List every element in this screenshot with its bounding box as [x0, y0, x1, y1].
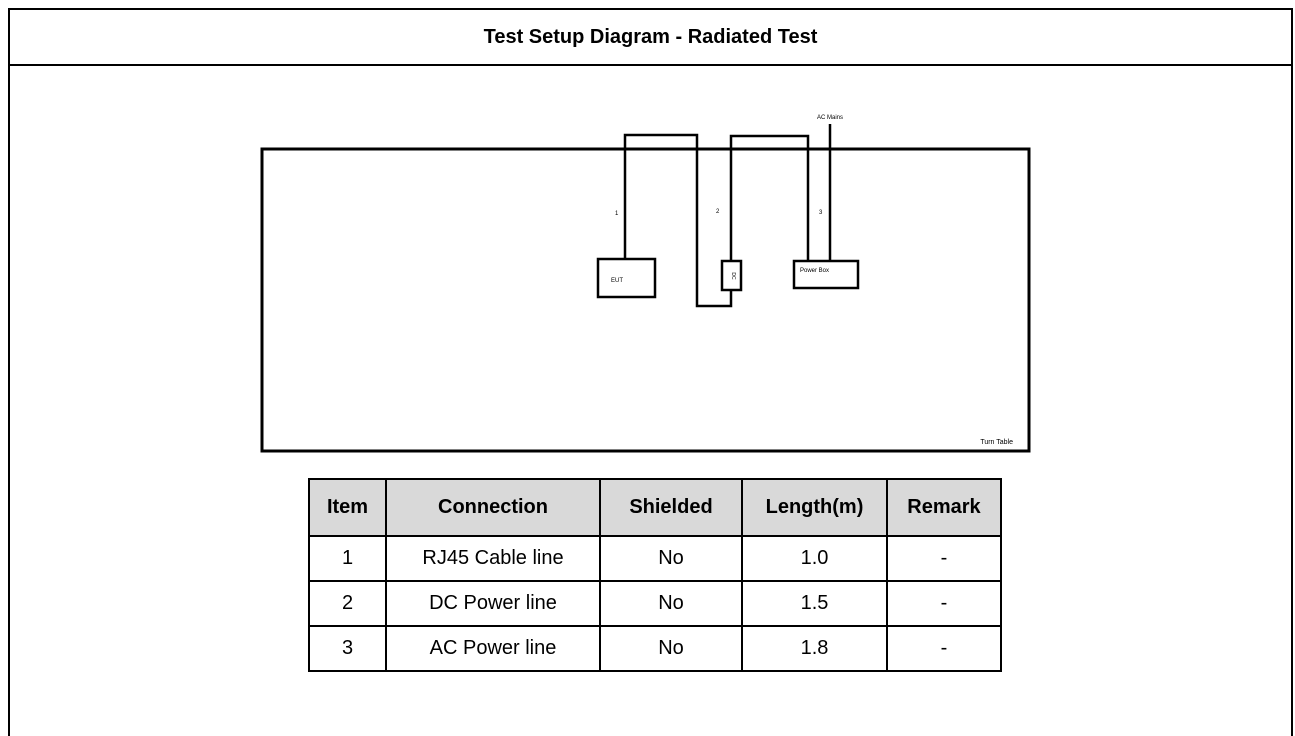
table-header-row: Item Connection Shielded Length(m) Remar… — [308, 478, 1002, 537]
cell-item: 2 — [308, 580, 387, 627]
cell-connection: DC Power line — [385, 580, 601, 627]
page-title: Test Setup Diagram - Radiated Test — [483, 25, 818, 48]
lead-1-label: 1 — [615, 211, 619, 217]
dc-adapter-label: DC — [730, 272, 736, 280]
cell-remark: - — [886, 625, 1002, 672]
lead-3-label: 3 — [819, 210, 823, 216]
cable-table: Item Connection Shielded Length(m) Remar… — [308, 478, 1002, 672]
cell-connection: RJ45 Cable line — [385, 535, 601, 582]
cell-length: 1.0 — [741, 535, 888, 582]
header-length: Length(m) — [741, 478, 888, 537]
table-row: 2 DC Power line No 1.5 - — [308, 580, 1002, 627]
header-remark: Remark — [886, 478, 1002, 537]
table-row: 1 RJ45 Cable line No 1.0 - — [308, 535, 1002, 582]
header-connection: Connection — [385, 478, 601, 537]
cable-2-dc-line — [729, 134, 810, 261]
cable-1-rj45-line — [623, 133, 733, 308]
cell-length: 1.8 — [741, 625, 888, 672]
turn-table-label: Turn Table — [980, 439, 1013, 446]
eut-box — [596, 257, 657, 299]
cell-remark: - — [886, 535, 1002, 582]
cell-shielded: No — [599, 535, 743, 582]
title-bar: Test Setup Diagram - Radiated Test — [10, 10, 1291, 66]
power-box — [792, 259, 860, 290]
ac-mains-label: AC Mains — [817, 115, 843, 121]
cell-remark: - — [886, 580, 1002, 627]
cell-shielded: No — [599, 625, 743, 672]
cell-connection: AC Power line — [385, 625, 601, 672]
table-row: 3 AC Power line No 1.8 - — [308, 625, 1002, 672]
cell-shielded: No — [599, 580, 743, 627]
header-shielded: Shielded — [599, 478, 743, 537]
setup-diagram: Turn Table EUT DC Power Box AC Mains 1 2… — [260, 115, 1031, 453]
eut-label: EUT — [611, 278, 623, 284]
cell-item: 1 — [308, 535, 387, 582]
cell-length: 1.5 — [741, 580, 888, 627]
setup-frame: Test Setup Diagram - Radiated Test — [8, 8, 1293, 736]
lead-2-label: 2 — [716, 209, 720, 215]
power-box-label: Power Box — [800, 268, 829, 274]
turn-table — [260, 147, 1031, 453]
cell-item: 3 — [308, 625, 387, 672]
header-item: Item — [308, 478, 387, 537]
